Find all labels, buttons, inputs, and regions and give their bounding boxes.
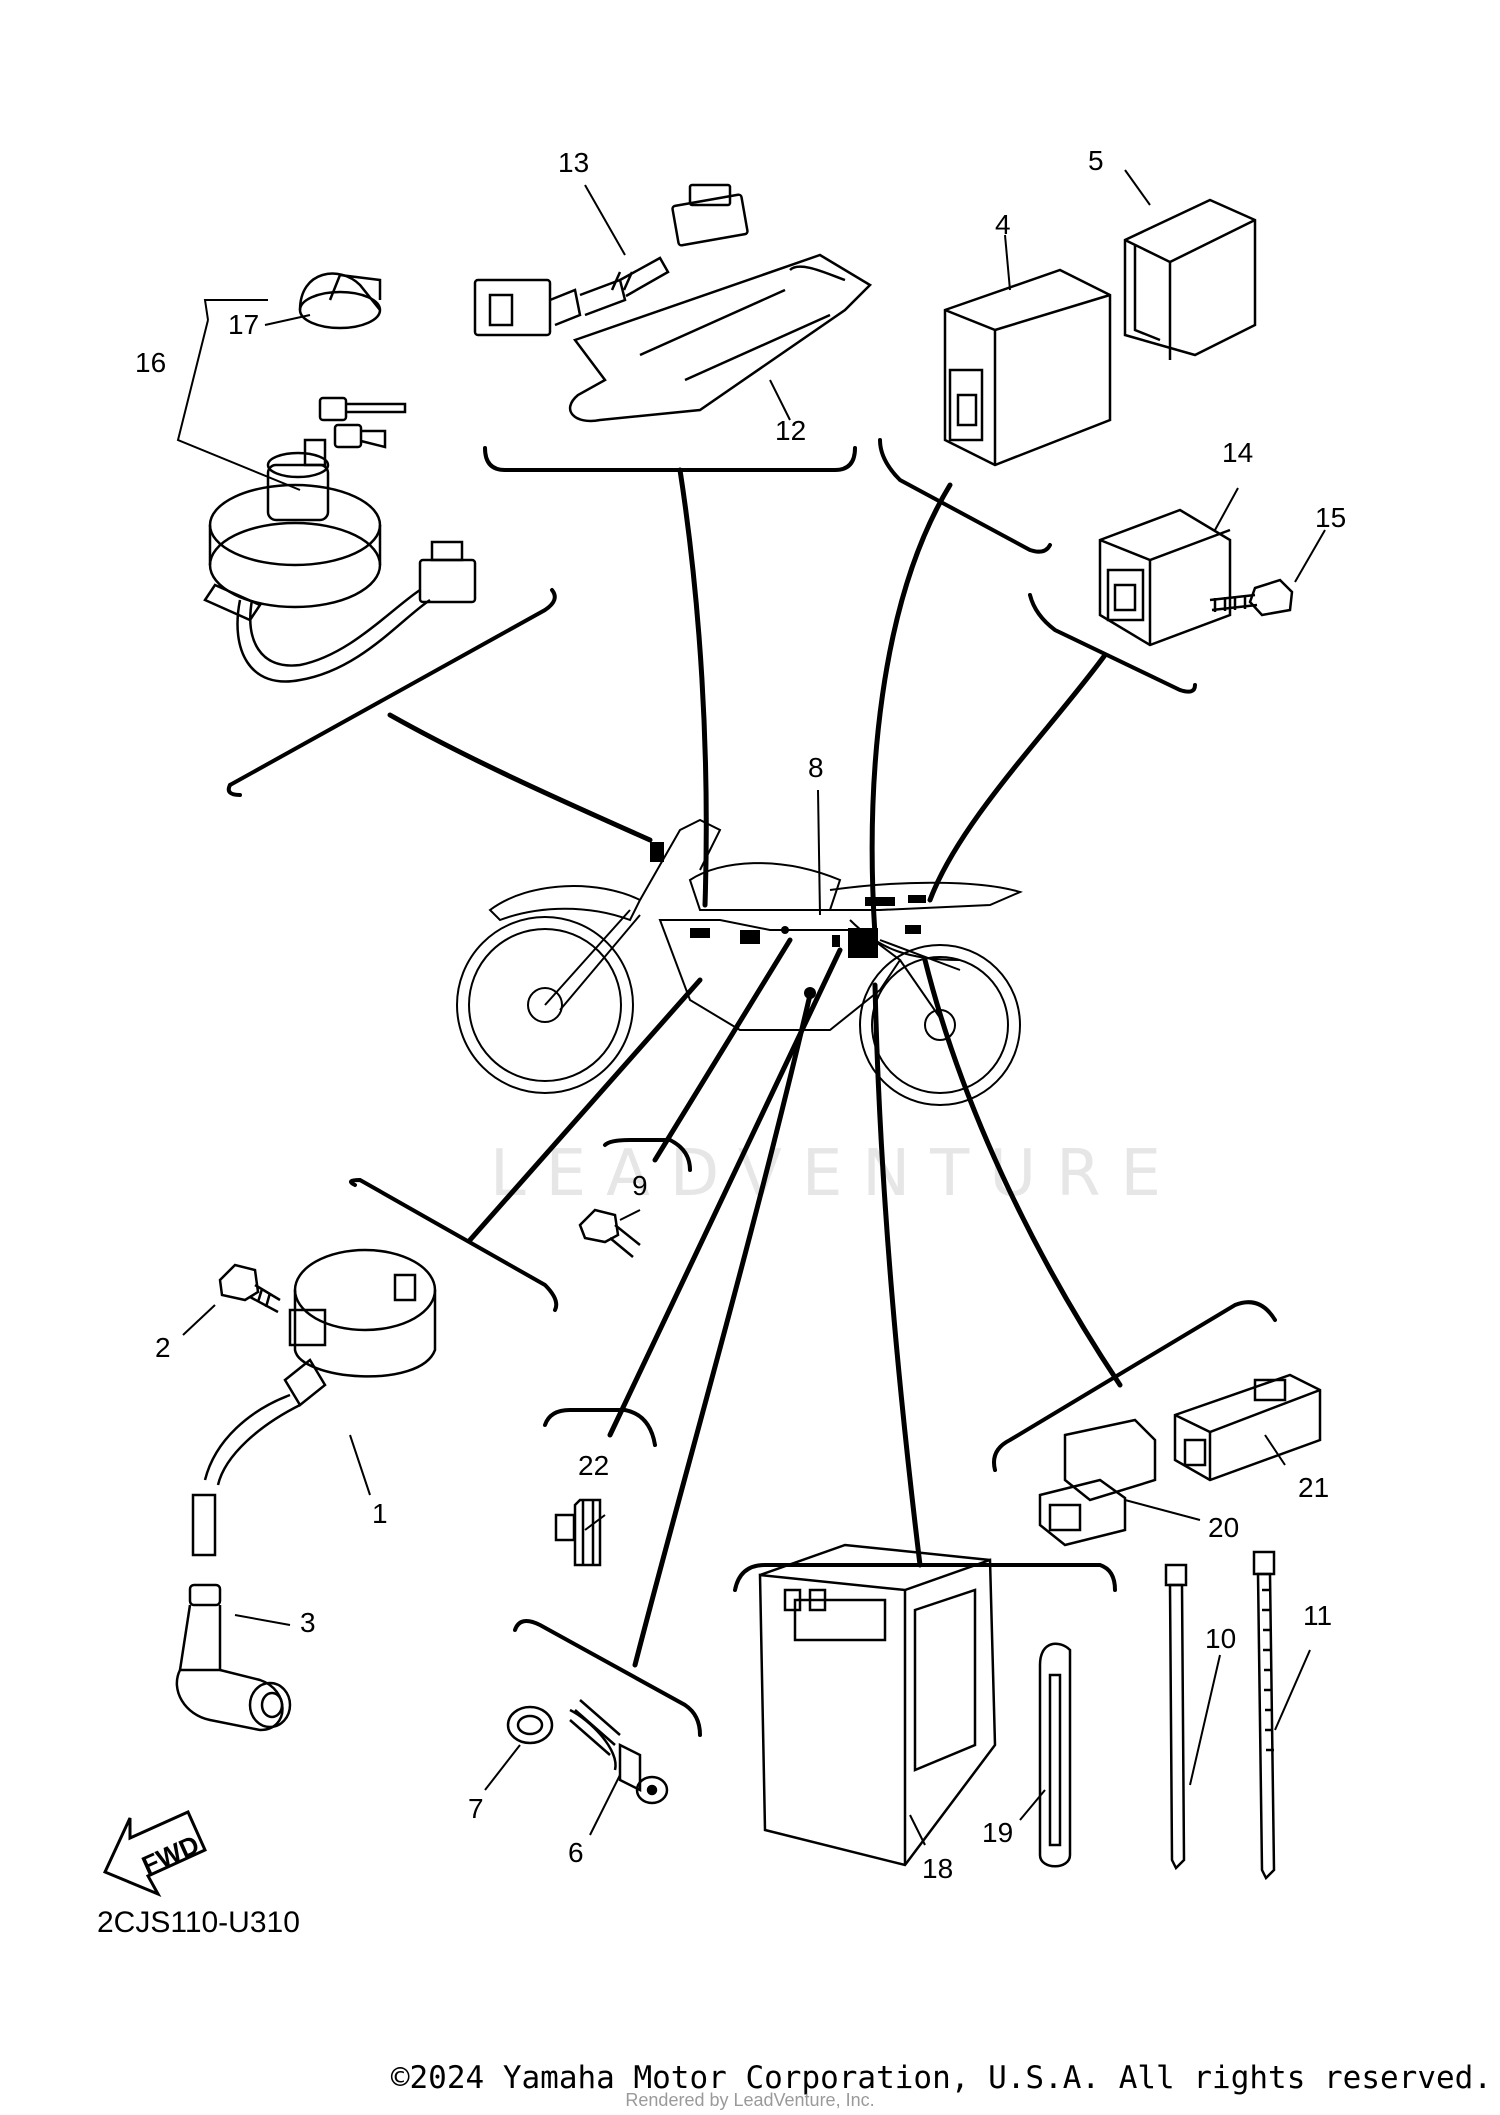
callout-21: 21: [1298, 1472, 1329, 1503]
battery-18: [758, 1543, 997, 1867]
fuse-22: [554, 1498, 602, 1567]
callout-14: 14: [1222, 437, 1253, 468]
key: [303, 396, 407, 467]
main-switch-assembly: [203, 451, 477, 683]
group-brackets: [226, 438, 1277, 1737]
callout-5: 5: [1088, 145, 1104, 176]
callout-4: 4: [995, 209, 1011, 240]
callout-11: 11: [1303, 1600, 1332, 1631]
copyright-text: ©2024 Yamaha Motor Corporation, U.S.A. A…: [390, 2060, 1492, 2096]
bolt-9: [578, 1208, 641, 1258]
diagram-code: 2CJS110-U310: [97, 1906, 300, 1939]
callout-3: 3: [300, 1607, 316, 1638]
callout-13: 13: [558, 147, 589, 178]
bolt-2: [218, 1263, 281, 1314]
connector-21: [1173, 1373, 1322, 1482]
neutral-switch-6: [569, 1699, 669, 1805]
fwd-arrow-icon: FWD: [102, 1810, 207, 1898]
relay-cover-5: [1123, 198, 1257, 360]
battery-band-19: [1038, 1642, 1072, 1868]
rendered-by-text: Rendered by LeadVenture, Inc.: [625, 2090, 875, 2110]
callout-10: 10: [1205, 1623, 1236, 1654]
spark-plug-cap-3: [175, 1583, 292, 1732]
callout-18: 18: [922, 1853, 953, 1884]
leader-lines: [387, 467, 1123, 1668]
bolt-15: [1209, 578, 1294, 617]
igniter-unit-4: [943, 268, 1112, 467]
callout-leaders: [176, 169, 1326, 1846]
bracket-12: [568, 253, 873, 423]
watermark-text: LEADVENTURE: [490, 1137, 1181, 1211]
callout-17: 17: [228, 309, 259, 340]
callout-12: 12: [775, 415, 806, 446]
motorcycle-outline: [456, 818, 1023, 1106]
sub-wire-harness-13: [473, 183, 749, 337]
callout-8: 8: [808, 752, 824, 783]
callout-2: 2: [155, 1332, 171, 1363]
callout-20: 20: [1208, 1512, 1239, 1543]
callout-9: 9: [632, 1170, 648, 1201]
cable-tie-11: [1252, 1550, 1276, 1881]
callout-19: 19: [982, 1817, 1013, 1848]
key-cap-17: [298, 272, 382, 330]
callout-15: 15: [1315, 502, 1346, 533]
callout-1: 1: [372, 1498, 388, 1529]
connector-20: [1038, 1418, 1157, 1547]
callout-6: 6: [568, 1837, 584, 1868]
callout-16: 16: [135, 347, 166, 378]
relay-14: [1098, 508, 1232, 647]
cable-tie-10: [1164, 1563, 1188, 1871]
ignition-coil-1: [191, 1248, 437, 1557]
callout-7: 7: [468, 1793, 484, 1824]
washer-7: [506, 1705, 554, 1745]
callout-22: 22: [578, 1450, 609, 1481]
